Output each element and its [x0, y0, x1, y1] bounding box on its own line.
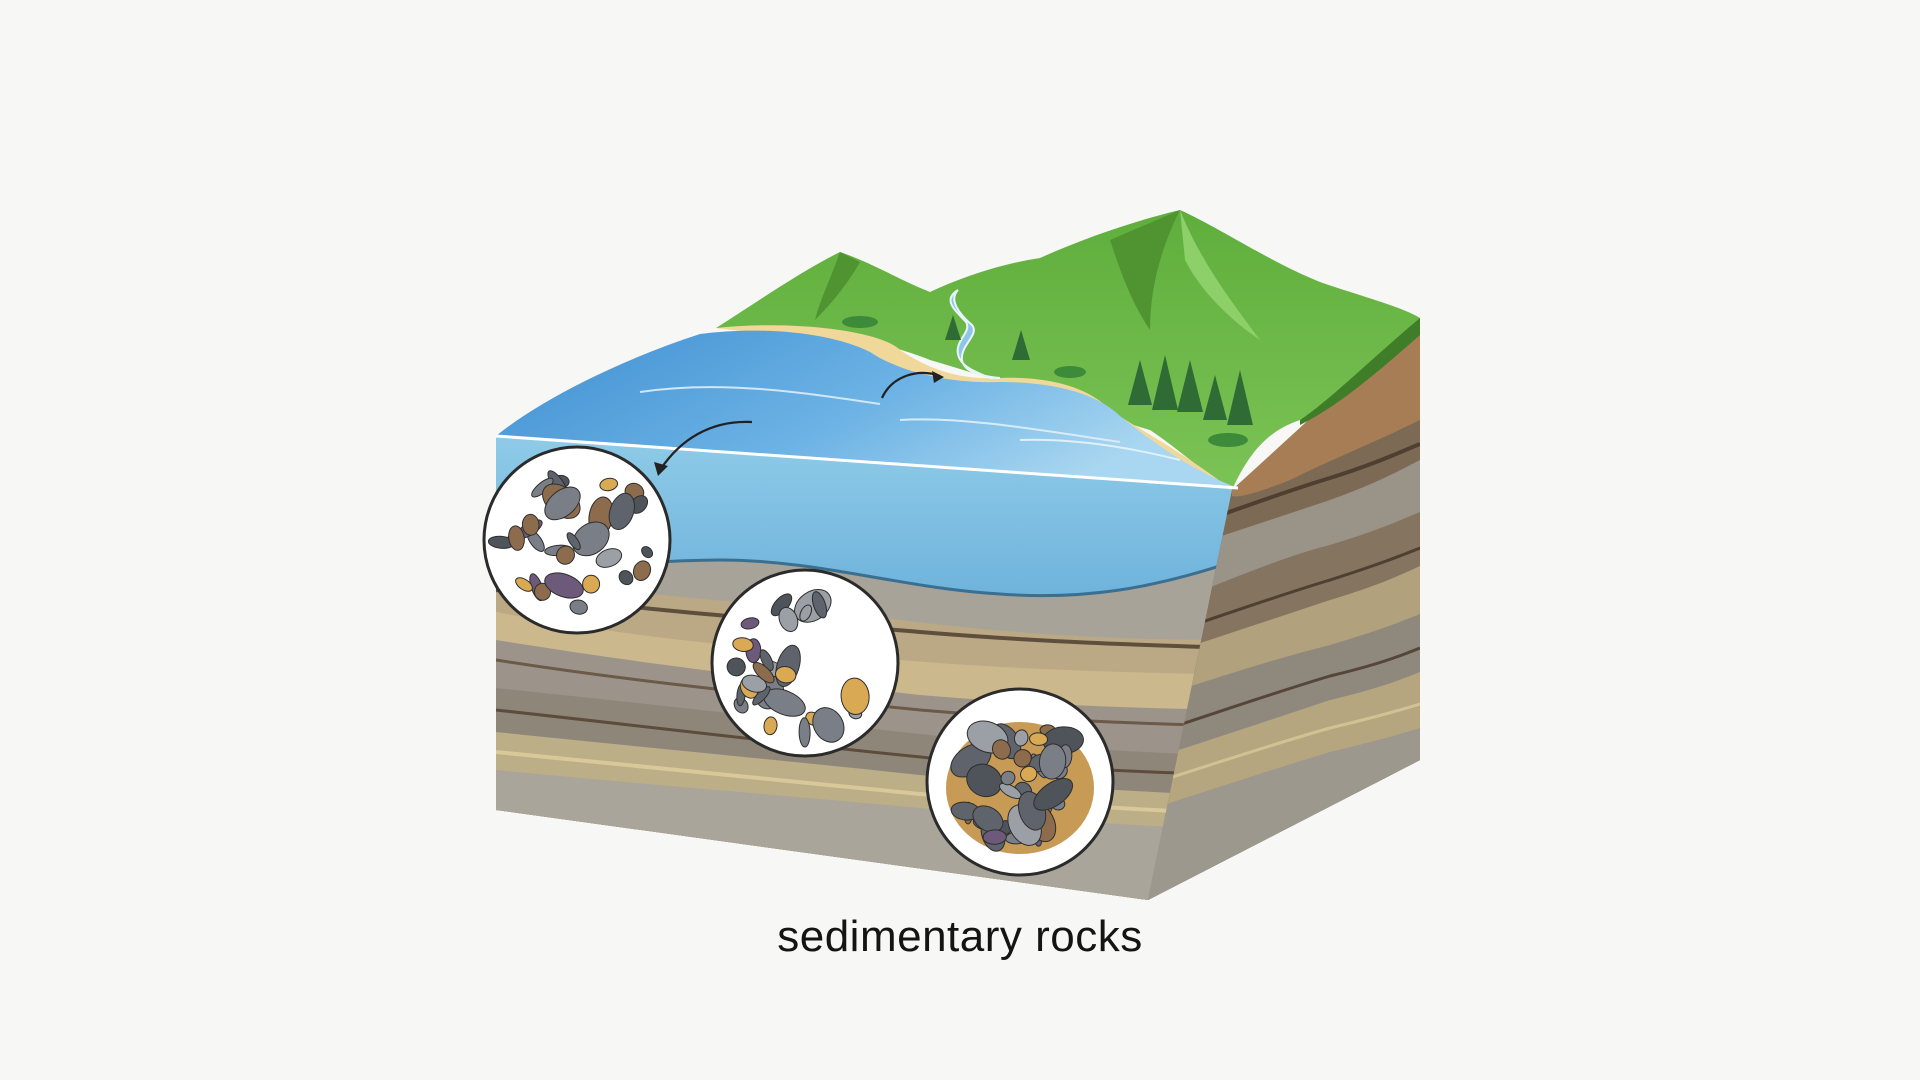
- sediment-pebble: [778, 606, 799, 633]
- sediment-pebble: [726, 657, 746, 677]
- sediment-pebble: [763, 716, 778, 736]
- sediment-pebble: [812, 707, 845, 743]
- sediment-pebble: [991, 739, 1012, 760]
- side-strata-face: [1148, 318, 1420, 900]
- sediment-pebble: [972, 805, 1004, 833]
- sediment-pebble: [641, 546, 654, 559]
- compacted-rock-circle: [925, 687, 1115, 877]
- sediment-pebble: [569, 599, 588, 615]
- sediment-pebble: [811, 591, 828, 619]
- settling-sediment-circle: [710, 568, 900, 758]
- sediment-pebble: [982, 829, 1007, 845]
- sediment-pebble: [521, 513, 540, 536]
- sediment-pebble: [572, 521, 610, 557]
- sediment-pebble: [741, 674, 767, 693]
- sediment-pebble: [582, 574, 601, 594]
- sediment-pebble: [840, 677, 870, 715]
- sediment-pebble: [740, 617, 760, 630]
- sediment-pebble: [759, 649, 774, 672]
- sediment-pebble: [1033, 778, 1074, 811]
- sediment-pebble: [599, 477, 619, 492]
- sediment-pebble: [632, 560, 652, 581]
- sediment-pebble: [1013, 729, 1029, 747]
- sediment-pebble: [515, 577, 533, 592]
- sediment-pebble: [774, 665, 797, 684]
- sediment-pebble: [566, 532, 581, 551]
- loose-sediment-circle: [482, 445, 672, 635]
- sediment-pebble: [1038, 743, 1067, 780]
- sediment-pebble: [618, 570, 634, 586]
- settling-arrow: [659, 420, 753, 471]
- sediment-pebble: [544, 572, 584, 599]
- sediment-pebble: [1013, 749, 1032, 768]
- sediment-pebble: [556, 545, 575, 565]
- sediment-pebble: [1020, 765, 1038, 783]
- sediment-pebble: [608, 492, 635, 530]
- sediment-pebble: [752, 661, 775, 684]
- sediment-pebble: [1000, 770, 1016, 786]
- sediment-pebble: [544, 486, 581, 521]
- sediment-pebble: [732, 637, 754, 652]
- landscape: [716, 210, 1420, 490]
- sediment-pebble: [1029, 732, 1048, 746]
- sediment-pebble: [508, 525, 525, 551]
- sediment-pebble: [799, 604, 813, 622]
- sediment-pebble: [798, 717, 811, 748]
- sea-surface: [495, 330, 1239, 490]
- sediment-pebble: [752, 686, 771, 706]
- diagram-caption: sedimentary rocks: [777, 912, 1143, 961]
- sediment-flow-arrows: [654, 371, 944, 476]
- zoom-circles: [482, 445, 1115, 877]
- sediment-pebble: [595, 548, 623, 568]
